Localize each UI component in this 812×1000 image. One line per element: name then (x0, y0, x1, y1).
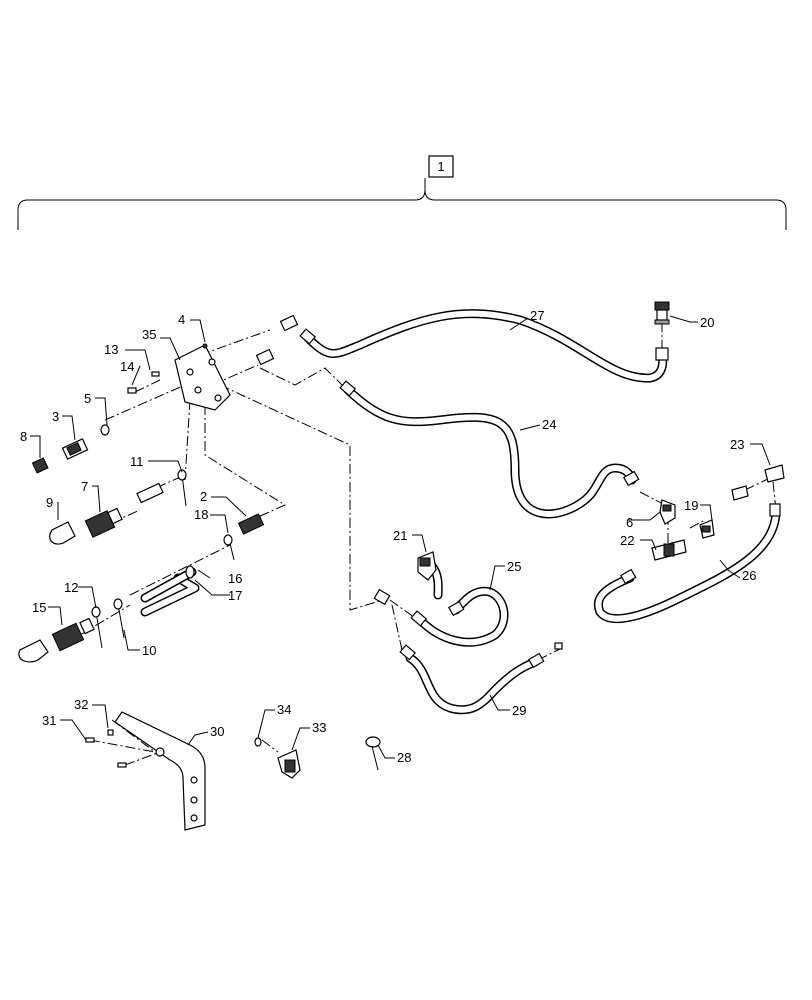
callout-4: 4 (178, 312, 185, 327)
screws-13-14 (127, 371, 160, 394)
callout-19: 19 (684, 498, 698, 513)
callout-18: 18 (194, 507, 208, 522)
callout-23: 23 (730, 437, 744, 452)
fitting-6 (659, 499, 676, 525)
callout-2: 2 (200, 489, 207, 504)
callout-25: 25 (507, 559, 521, 574)
callout-35: 35 (142, 327, 156, 342)
callout-26: 26 (742, 568, 756, 583)
callout-9: 9 (46, 495, 53, 510)
hose-17 (140, 567, 200, 617)
callout-32: 32 (74, 697, 88, 712)
callout-24: 24 (542, 417, 556, 432)
callout-13: 13 (104, 342, 118, 357)
assembly-bracket: 1 (17, 155, 787, 230)
fitting-22 (651, 539, 687, 561)
callout-34: 34 (277, 702, 291, 717)
hose-25 (415, 561, 509, 647)
callout-11: 11 (130, 454, 144, 469)
clip-28 (365, 736, 381, 771)
callout-3: 3 (52, 409, 59, 424)
clips-10-11-12-16-18 (91, 469, 235, 649)
callout-31: 31 (42, 713, 56, 728)
callout-12: 12 (64, 580, 78, 595)
callout-29: 29 (512, 703, 526, 718)
hose-27 (303, 309, 668, 383)
fitting-33-34 (254, 737, 301, 779)
fitting-2 (237, 513, 265, 535)
callout-10: 10 (142, 643, 156, 658)
callout-33: 33 (312, 720, 326, 735)
hose-24 (343, 385, 637, 519)
fitting-21 (417, 551, 437, 581)
callout-22: 22 (620, 533, 634, 548)
callout-labels: 4 35 13 14 5 3 8 11 7 9 2 18 16 17 12 15… (20, 308, 756, 765)
fitting-20 (654, 301, 670, 325)
coupler-7-9 (49, 482, 164, 545)
callout-5: 5 (84, 391, 91, 406)
callout-7: 7 (81, 479, 88, 494)
callout-14: 14 (120, 359, 134, 374)
callout-16: 16 (228, 571, 242, 586)
coupler-3-5-8 (31, 424, 110, 474)
hose-26 (593, 507, 781, 623)
callout-15: 15 (32, 600, 46, 615)
callout-27: 27 (530, 308, 544, 323)
callout-21: 21 (393, 528, 407, 543)
plate-35 (174, 343, 231, 411)
fitting-19 (699, 519, 715, 539)
assembly-number: 1 (437, 159, 444, 174)
callout-6: 6 (626, 515, 633, 530)
bracket-30 (85, 711, 206, 831)
callout-30: 30 (210, 724, 224, 739)
hose-29 (405, 653, 540, 715)
callout-17: 17 (228, 588, 242, 603)
fitting-23 (731, 464, 785, 501)
callout-8: 8 (20, 429, 27, 444)
callout-20: 20 (700, 315, 714, 330)
callout-leaders (30, 315, 771, 759)
hose-fittings (255, 314, 781, 669)
callout-28: 28 (397, 750, 411, 765)
coupler-15 (18, 617, 95, 663)
